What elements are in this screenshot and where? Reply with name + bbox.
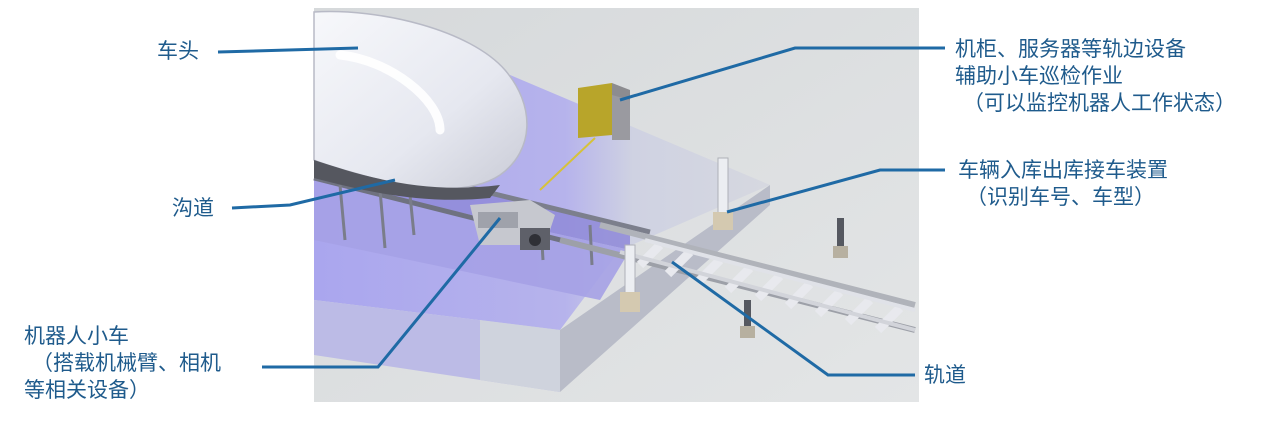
label-entry-line1: 车辆入库出库接车装置: [958, 158, 1168, 182]
leader-line-guidao: [671, 260, 915, 377]
label-goudao: 沟道: [172, 196, 214, 220]
leader-line-goudao: [231, 178, 396, 210]
label-cabinet: 机柜、服务器等轨边设备 辅助小车巡检作业 （可以监控机器人工作状态）: [955, 36, 1236, 117]
label-entry-line2: （识别车号、车型）: [966, 185, 1155, 209]
sensor-posts: [620, 157, 848, 338]
label-entry-device: 车辆入库出库接车装置 （识别车号、车型）: [958, 157, 1168, 211]
leader-line-chetou: [217, 46, 359, 54]
rail-track: [559, 222, 916, 334]
label-robot-line1: 机器人小车: [24, 324, 129, 348]
label-cabinet-line1: 机柜、服务器等轨边设备: [955, 37, 1186, 61]
label-robot-line3: 等相关设备）: [24, 378, 150, 402]
leader-lines: [217, 46, 945, 377]
leader-line-cabinet: [619, 46, 945, 102]
train-head: [313, 10, 528, 200]
label-robot-cart: 机器人小车 （搭载机械臂、相机 等相关设备）: [24, 323, 221, 404]
label-cabinet-line3: （可以监控机器人工作状态）: [963, 91, 1236, 115]
label-guidao: 轨道: [924, 363, 966, 387]
cabinet: [539, 83, 630, 191]
leader-line-entry: [726, 168, 945, 214]
leader-line-robot: [262, 217, 502, 369]
label-cabinet-line2: 辅助小车巡检作业: [955, 64, 1123, 88]
label-robot-line2: （搭载机械臂、相机: [32, 351, 221, 375]
robot-cart: [470, 200, 555, 250]
label-chetou: 车头: [157, 39, 199, 63]
